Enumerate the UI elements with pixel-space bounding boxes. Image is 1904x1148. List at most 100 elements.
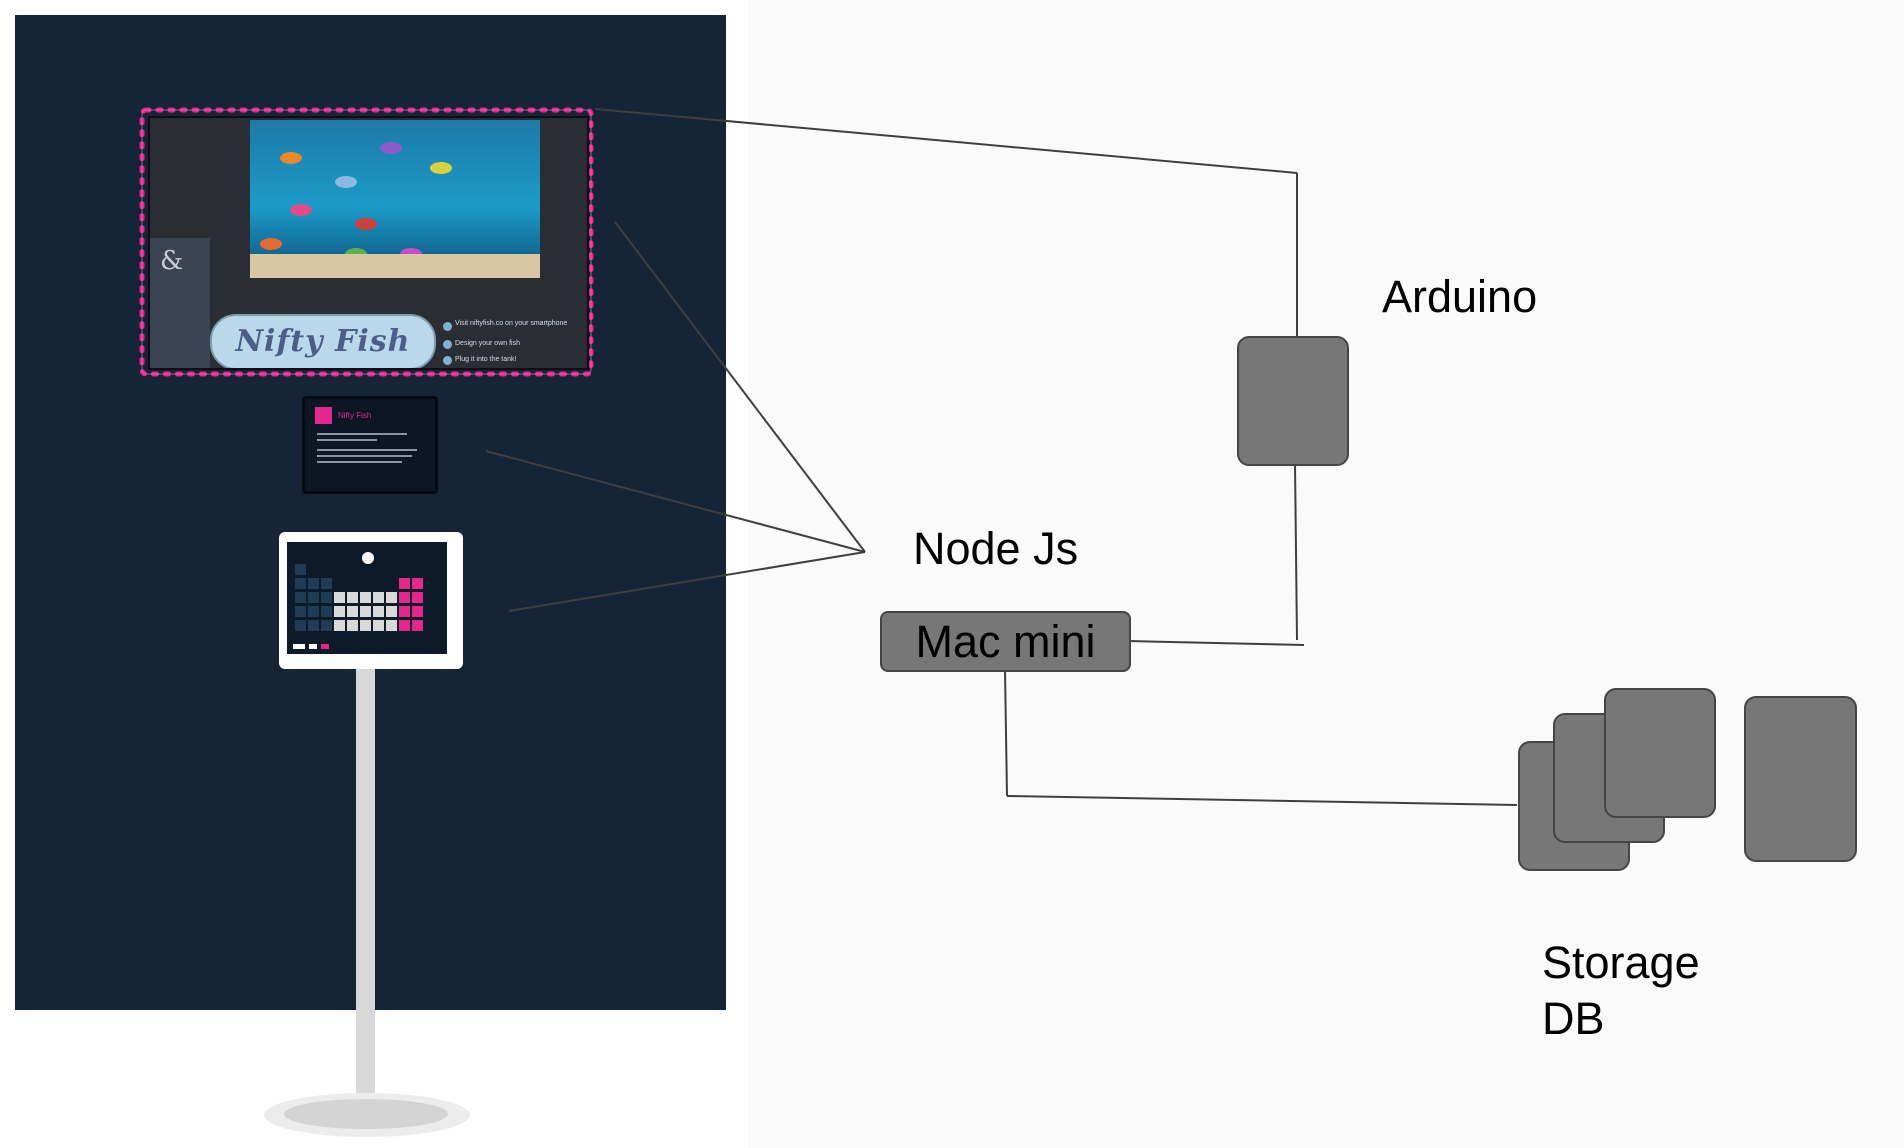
kiosk-stand-base-inner xyxy=(284,1099,448,1129)
footer-mark xyxy=(321,644,329,649)
nodejs-label: Node Js xyxy=(913,523,1079,574)
keypad-cell xyxy=(347,606,358,617)
arduino-box xyxy=(1237,336,1349,466)
led-strip-frame xyxy=(136,104,597,380)
keypad-cell xyxy=(321,564,332,575)
kiosk-screen xyxy=(287,542,447,654)
keypad-cell xyxy=(386,592,397,603)
display-to-arduino-line xyxy=(594,108,1298,174)
keypad-cell xyxy=(386,564,397,575)
led-strip-dots xyxy=(139,107,594,377)
mac-mini-box: Mac mini xyxy=(880,611,1131,672)
info-tablet: Nifty Fish xyxy=(302,396,438,494)
tablet-logo-icon xyxy=(315,407,332,424)
keypad-cell xyxy=(386,606,397,617)
keypad-cell xyxy=(321,620,332,631)
mac-to-storage-vertical-line xyxy=(1004,669,1008,797)
keypad-cell xyxy=(334,564,345,575)
keypad-cell xyxy=(412,592,423,603)
keypad-cell xyxy=(399,578,410,589)
keypad-cell xyxy=(308,592,319,603)
text-line xyxy=(317,461,402,463)
ampersand-logo: & xyxy=(160,246,184,276)
keypad-cell xyxy=(347,620,358,631)
keypad-cell xyxy=(360,606,371,617)
step-dot xyxy=(443,322,452,331)
fish-graphic xyxy=(260,238,282,250)
step-dot xyxy=(443,340,452,349)
keypad-cell xyxy=(334,606,345,617)
keypad-cell xyxy=(412,564,423,575)
arduino-label: Arduino xyxy=(1382,271,1538,322)
instruction-step-1: Visit niftyfish.co on your smartphone xyxy=(455,320,568,327)
keypad-cell xyxy=(295,578,306,589)
keypad-cell xyxy=(295,592,306,603)
nifty-fish-logo: Nifty Fish xyxy=(235,324,411,359)
tablet-title: Nifty Fish xyxy=(338,411,372,420)
main-display-screen: & Nifty Fish Visit niftyfish.co on your … xyxy=(148,116,589,370)
db-label: DB xyxy=(1542,993,1605,1044)
keypad-cell xyxy=(347,564,358,575)
keypad-cell xyxy=(334,620,345,631)
step-dot xyxy=(443,356,452,365)
storage-unit-separate xyxy=(1744,696,1857,862)
keypad-cell xyxy=(295,620,306,631)
footer-mark xyxy=(293,644,305,649)
keypad-cell xyxy=(308,606,319,617)
keypad-cell xyxy=(373,620,384,631)
kiosk-stand-pole xyxy=(356,669,375,1101)
keypad-cell xyxy=(308,564,319,575)
keypad-cell xyxy=(386,620,397,631)
keypad-cell xyxy=(399,620,410,631)
nifty-fish-logo-banner: Nifty Fish xyxy=(210,314,436,368)
fish-graphic xyxy=(290,204,312,216)
keypad-cell xyxy=(347,578,358,589)
keypad-cell xyxy=(321,606,332,617)
display-to-node-line xyxy=(614,221,866,553)
storage-label: Storage xyxy=(1542,937,1700,988)
keypad-cell xyxy=(399,606,410,617)
instruction-step-3: Plug it into the tank! xyxy=(455,356,517,363)
arduino-vertical-bottom-line xyxy=(1294,462,1298,641)
text-line xyxy=(317,455,412,457)
instruction-step-2: Design your own fish xyxy=(455,340,520,347)
keypad-cell xyxy=(412,606,423,617)
keypad-cell xyxy=(334,578,345,589)
keypad-cell xyxy=(360,564,371,575)
fish-graphic xyxy=(280,152,302,164)
footer-mark xyxy=(309,644,317,649)
virtual-aquarium xyxy=(250,120,540,278)
tablet-to-node-line xyxy=(485,450,866,553)
keypad-cell xyxy=(347,592,358,603)
keypad-cell xyxy=(308,578,319,589)
keypad-cell xyxy=(373,564,384,575)
venue-sign: & xyxy=(150,238,210,368)
camera-icon xyxy=(362,552,374,564)
keypad-cell xyxy=(360,620,371,631)
kiosk-to-node-line xyxy=(508,551,866,612)
mac-mini-label: Mac mini xyxy=(915,616,1096,667)
keypad-cell xyxy=(412,620,423,631)
keypad-cell xyxy=(373,606,384,617)
keypad-cell xyxy=(321,592,332,603)
text-line xyxy=(317,439,377,441)
keypad-cell xyxy=(399,564,410,575)
keypad-cell xyxy=(399,592,410,603)
keypad-cell xyxy=(308,620,319,631)
aquarium-sand xyxy=(250,254,540,278)
fish-graphic xyxy=(355,218,377,230)
keypad-cell xyxy=(360,578,371,589)
keypad-cell xyxy=(295,564,306,575)
storage-unit xyxy=(1604,688,1716,818)
text-line xyxy=(317,433,407,435)
keypad-cell xyxy=(386,578,397,589)
keypad-cell xyxy=(373,592,384,603)
fish-graphic xyxy=(335,176,357,188)
mac-to-storage-horizontal-line xyxy=(1006,795,1518,806)
keypad-cell xyxy=(334,592,345,603)
keypad-cell xyxy=(295,606,306,617)
fish-graphic xyxy=(430,162,452,174)
keypad-cell xyxy=(373,578,384,589)
mac-to-arduino-line xyxy=(1128,640,1305,646)
